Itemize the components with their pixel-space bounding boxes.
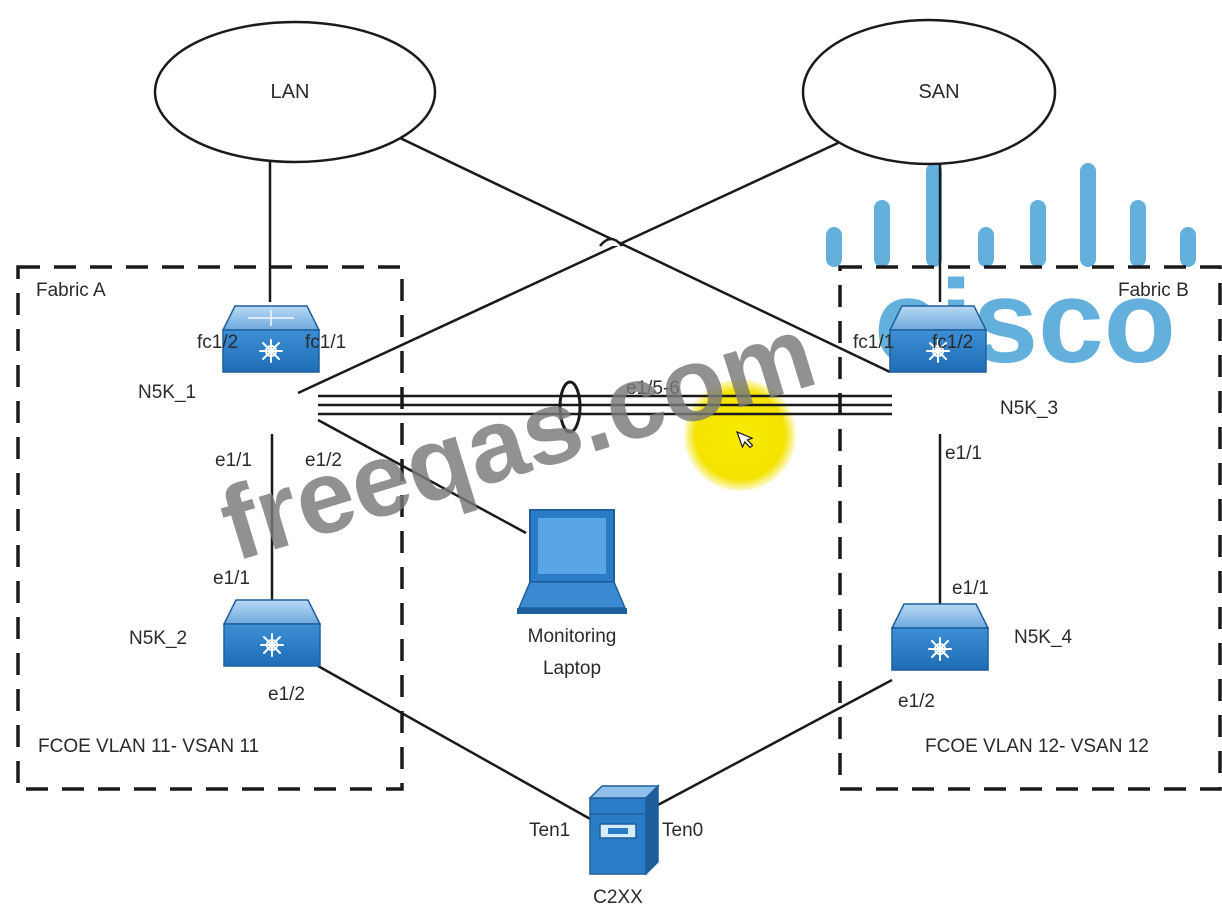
fabric-a-title: Fabric A [36, 280, 106, 301]
n5k3-port-fc-right: fc1/2 [932, 332, 973, 353]
link-n5k4-server [655, 678, 893, 808]
laptop-label-line2: Laptop [543, 658, 601, 679]
n5k1-port-e-laptop: e1/2 [305, 450, 342, 471]
link-n5k2-server [317, 664, 593, 822]
server-icon[interactable] [588, 784, 660, 876]
fabric-switch-icon [259, 339, 283, 363]
port-channel-ellipse [558, 380, 582, 434]
switch-n5k-3[interactable] [888, 305, 988, 373]
laptop-label-line1: Monitoring [528, 626, 617, 647]
n5k1-port-fc-left: fc1/2 [197, 332, 238, 353]
lan-label: LAN [271, 81, 310, 103]
fabric-a-box [16, 265, 404, 791]
n5k2-port-up: e1/1 [213, 568, 250, 589]
server-name: C2XX [593, 887, 643, 908]
server-port-left: Ten1 [529, 820, 570, 841]
n5k4-name: N5K_4 [1014, 627, 1073, 648]
fabric-b-vlan: FCOE VLAN 12- VSAN 12 [925, 736, 1149, 757]
link-san-n5k1 [297, 141, 839, 395]
mouse-cursor-icon [735, 430, 754, 449]
links [268, 136, 942, 822]
link-lan-n5k3 [399, 136, 891, 374]
fabric-switch-icon [928, 637, 952, 661]
fabric-a-vlan: FCOE VLAN 11- VSAN 11 [38, 736, 259, 757]
laptop-icon[interactable] [517, 509, 627, 614]
link-n5k1-laptop [317, 418, 527, 535]
n5k4-port-up: e1/1 [952, 578, 989, 599]
switch-n5k-4[interactable] [890, 603, 990, 671]
fabric-b-title: Fabric B [1118, 280, 1189, 301]
fabric-b-box [838, 265, 1222, 791]
san-label: SAN [918, 81, 959, 103]
san-cloud [801, 18, 1057, 166]
n5k1-port-e-down: e1/1 [215, 450, 252, 471]
n5k4-port-down: e1/2 [898, 691, 935, 712]
switch-n5k-1[interactable] [221, 305, 321, 373]
n5k3-port-fc-left: fc1/1 [853, 332, 894, 353]
port-channel-label: e1/5-6 [626, 378, 680, 399]
line-crossing-bump [599, 237, 623, 247]
cisco-watermark-logo: cisco [826, 163, 1196, 388]
n5k1-name: N5K_1 [138, 382, 196, 403]
n5k3-name: N5K_3 [1000, 398, 1058, 419]
n5k3-port-down: e1/1 [945, 443, 982, 464]
n5k2-port-down: e1/2 [268, 684, 305, 705]
switch-n5k-2[interactable] [222, 599, 322, 667]
n5k2-name: N5K_2 [129, 628, 187, 649]
fabric-switch-icon [260, 633, 284, 657]
lan-cloud [153, 20, 437, 164]
n5k1-port-fc-right: fc1/1 [305, 332, 346, 353]
server-port-right: Ten0 [662, 820, 703, 841]
